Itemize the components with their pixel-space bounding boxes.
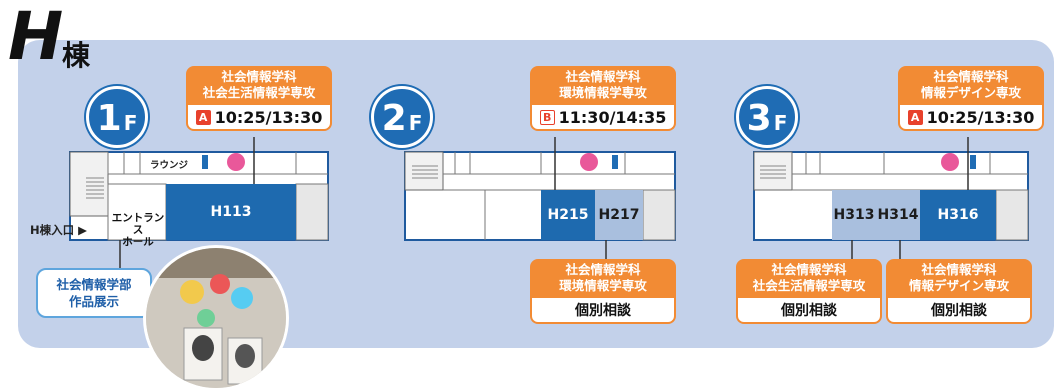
callout-major: 社会生活情報学専攻 — [752, 278, 866, 293]
exhibit-photo — [143, 245, 289, 391]
callout-major: 社会生活情報学専攻 — [202, 85, 316, 100]
callout-major: 情報デザイン専攻 — [908, 278, 1009, 293]
session-tag: A — [907, 109, 923, 125]
consultation-label: 個別相談 — [781, 303, 837, 319]
building-letter: H — [8, 0, 64, 75]
restroom-icons — [202, 153, 976, 171]
callout-head: 社会情報学科 環境情報学専攻 — [530, 66, 676, 105]
exhibit-line2: 作品展示 — [68, 294, 119, 309]
exhibit-photo-illustration — [146, 248, 286, 388]
session-time: 11:30/14:35 — [558, 107, 667, 127]
callout-major: 情報デザイン専攻 — [920, 85, 1021, 100]
consultation-label: 個別相談 — [931, 303, 987, 319]
room-h316[interactable]: H316 — [920, 190, 996, 240]
building-label: 棟 — [62, 39, 91, 72]
callout-dept: 社会情報学科 — [565, 262, 641, 277]
session-tag: B — [539, 109, 555, 125]
callout-body: A 10:25/13:30 — [186, 105, 332, 131]
callout-head: 社会情報学科 情報デザイン専攻 — [886, 259, 1032, 298]
callout-head: 社会情報学科 社会生活情報学専攻 — [186, 66, 332, 105]
callout-body: 個別相談 — [530, 298, 676, 324]
callout-2f-top: 社会情報学科 環境情報学専攻 B 11:30/14:35 — [530, 66, 676, 131]
callout-dept: 社会情報学科 — [771, 262, 847, 277]
consultation-label: 個別相談 — [575, 303, 631, 319]
callout-3f-bottom-left: 社会情報学科 社会生活情報学専攻 個別相談 — [736, 259, 882, 324]
callout-2f-bottom: 社会情報学科 環境情報学専攻 個別相談 — [530, 259, 676, 324]
callout-head: 社会情報学科 情報デザイン専攻 — [898, 66, 1044, 105]
room-h215[interactable]: H215 — [541, 190, 595, 240]
entrance-label: H棟入口 ▶ — [30, 223, 87, 237]
entrance-hall-line1: エントランス — [111, 212, 165, 236]
floor-suffix: F — [408, 111, 423, 135]
floor-number: 2 — [381, 98, 407, 139]
callout-1f-top: 社会情報学科 社会生活情報学専攻 A 10:25/13:30 — [186, 66, 332, 131]
callout-major: 環境情報学専攻 — [559, 85, 647, 100]
callout-body: B 11:30/14:35 — [530, 105, 676, 131]
session-time: 10:25/13:30 — [926, 107, 1035, 127]
room-h113[interactable]: H113 — [166, 184, 296, 240]
callout-dept: 社会情報学科 — [921, 262, 997, 277]
room-h217[interactable]: H217 — [595, 190, 643, 240]
entrance-hall-line2: ホール — [122, 236, 154, 248]
callout-dept: 社会情報学科 — [933, 69, 1009, 84]
session-tag: A — [195, 109, 211, 125]
room-h313[interactable]: H313 — [832, 190, 876, 240]
callout-head: 社会情報学科 環境情報学専攻 — [530, 259, 676, 298]
callout-body: A 10:25/13:30 — [898, 105, 1044, 131]
callout-dept: 社会情報学科 — [565, 69, 641, 84]
lounge-label: ラウンジ — [150, 160, 189, 171]
callout-dept: 社会情報学科 — [221, 69, 297, 84]
callout-head: 社会情報学科 社会生活情報学専攻 — [736, 259, 882, 298]
exhibit-label: 社会情報学部 作品展示 — [36, 268, 152, 318]
entrance-hall-label: エントランス ホール — [108, 212, 168, 248]
callout-3f-top: 社会情報学科 情報デザイン専攻 A 10:25/13:30 — [898, 66, 1044, 131]
exhibit-line1: 社会情報学部 — [56, 277, 132, 292]
floor-number: 1 — [96, 98, 122, 139]
callout-body: 個別相談 — [886, 298, 1032, 324]
connector-lines — [119, 137, 969, 268]
floor-suffix: F — [773, 111, 788, 135]
callout-major: 環境情報学専攻 — [559, 278, 647, 293]
floor-suffix: F — [123, 111, 138, 135]
floor-number: 3 — [746, 98, 772, 139]
session-time: 10:25/13:30 — [214, 107, 323, 127]
callout-3f-bottom-right: 社会情報学科 情報デザイン専攻 個別相談 — [886, 259, 1032, 324]
room-h314[interactable]: H314 — [876, 190, 920, 240]
callout-body: 個別相談 — [736, 298, 882, 324]
